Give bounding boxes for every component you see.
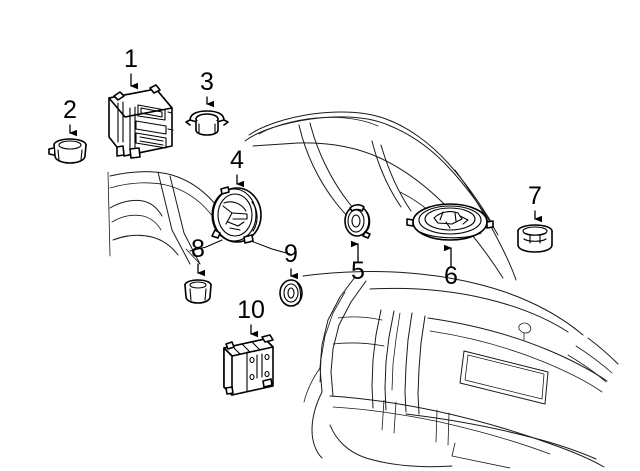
callout-number-7: 7 — [528, 182, 542, 210]
vehicle-body-outline — [107, 111, 619, 469]
part-7-rear-speaker-grommet — [517, 224, 553, 253]
callout-number-2: 2 — [63, 96, 77, 124]
part-9-speaker-ring-washer — [279, 279, 303, 307]
part-2-round-grommet-cap — [48, 138, 87, 164]
callout-number-9: 9 — [284, 240, 298, 268]
callout-number-6: 6 — [444, 262, 458, 290]
callout-number-10: 10 — [237, 296, 265, 324]
part-4-front-door-speaker — [211, 186, 262, 244]
callout-arrows — [69, 73, 542, 338]
part-8-speaker-cup-grommet — [184, 279, 212, 304]
part-1-radio-amplifier-module — [108, 84, 174, 159]
callout-number-5: 5 — [351, 257, 365, 285]
part-3-flanged-speaker-grommet — [185, 110, 229, 136]
part-5-pillar-tweeter — [344, 204, 371, 239]
callout-number-4: 4 — [230, 146, 244, 174]
leader-lines — [189, 239, 291, 255]
callout-number-8: 8 — [191, 235, 205, 263]
part-6-rear-deck-speaker — [406, 203, 494, 241]
callout-number-3: 3 — [200, 68, 214, 96]
part-10-audio-power-amplifier — [223, 334, 274, 396]
callout-number-1: 1 — [124, 45, 138, 73]
callout-numbers: 1 2 3 4 5 6 7 8 9 10 — [63, 45, 542, 324]
